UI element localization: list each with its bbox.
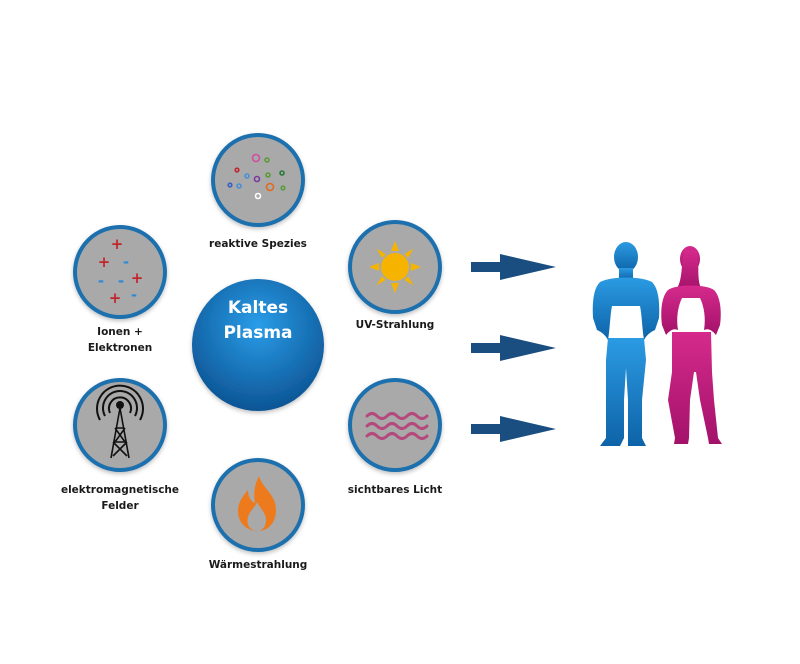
node-uv — [348, 220, 442, 314]
label-ions-line2: Elektronen — [87, 342, 153, 354]
charge-minus: - — [131, 286, 137, 304]
radio-tower-icon — [96, 384, 144, 459]
label-visible-light: sichtbares Licht — [347, 484, 443, 496]
sun-icon — [369, 241, 421, 293]
arrow-right — [471, 416, 556, 442]
charge-minus: - — [118, 272, 124, 290]
label-ions-line1: Ionen + — [97, 326, 143, 338]
waves-icon — [365, 412, 429, 440]
charge-plus: + — [98, 253, 111, 271]
label-ions: Ionen + Elektronen — [60, 324, 180, 356]
center-title: Kaltes Plasma — [192, 296, 324, 346]
charge-plus: + — [111, 235, 124, 253]
charge-minus: - — [123, 253, 129, 271]
arrows — [471, 254, 556, 442]
label-uv: UV-Strahlung — [355, 319, 435, 331]
label-em-fields-line1: elektromagnetische — [60, 484, 180, 496]
arrow-right — [471, 335, 556, 361]
center-circle — [192, 279, 324, 411]
label-reactive-species: reaktive Spezies — [209, 238, 307, 250]
node-visible-light — [348, 378, 442, 472]
node-em-fields — [73, 378, 167, 472]
charge-minus: - — [98, 272, 104, 290]
plus-minus-charges-icon: + + - - - + + - — [98, 235, 144, 307]
node-ions: + + - - - + + - — [73, 225, 167, 319]
flame-icon — [238, 476, 276, 531]
arrow-right — [471, 254, 556, 280]
node-heat — [211, 458, 305, 552]
charge-plus: + — [109, 289, 122, 307]
particles-icon — [227, 153, 286, 200]
woman-silhouette — [661, 246, 722, 444]
center-title-line1: Kaltes — [227, 298, 289, 318]
label-em-fields-line2: Felder — [101, 500, 139, 512]
charge-plus: + — [131, 269, 144, 287]
label-em-fields: elektromagnetische Felder — [50, 482, 190, 514]
label-heat: Wärmestrahlung — [208, 559, 308, 571]
man-silhouette — [592, 242, 660, 446]
center-title-line2: Plasma — [223, 323, 293, 343]
node-reactive-species — [211, 133, 305, 227]
